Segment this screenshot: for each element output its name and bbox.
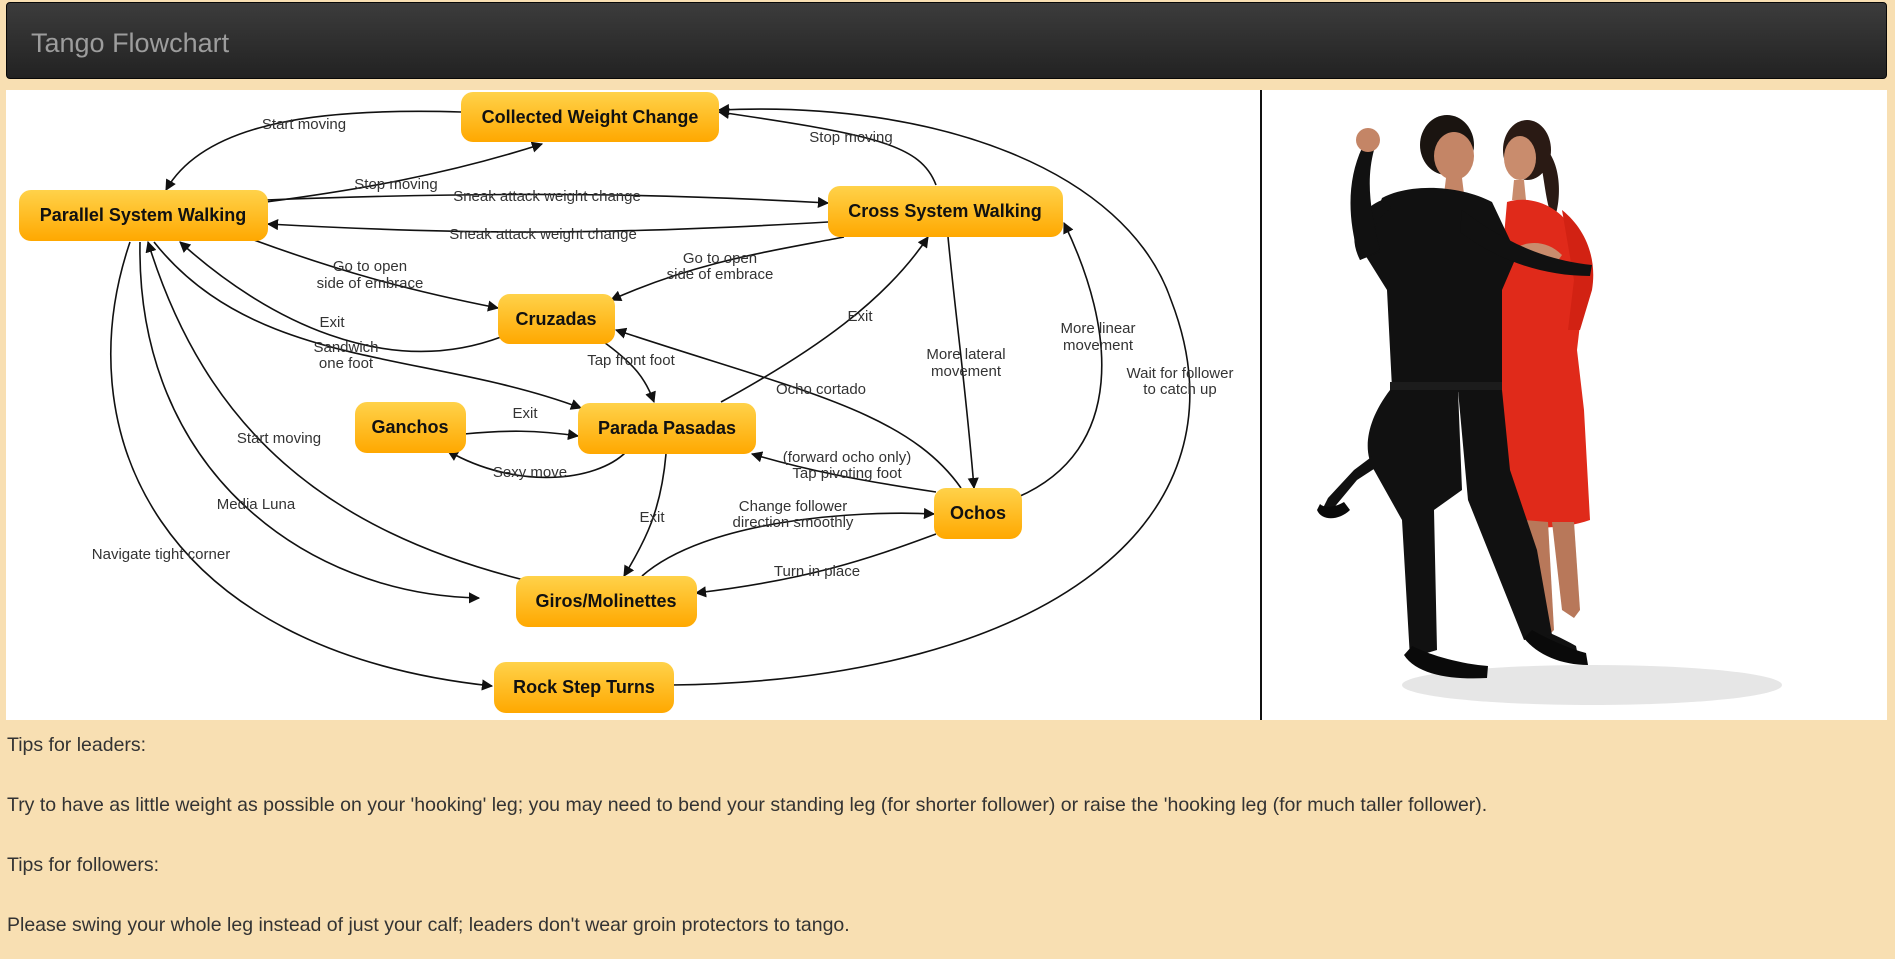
edge-ochos-parada (750, 451, 937, 493)
edge-psw-csw-sneak (265, 193, 830, 209)
flowchart-diagram: Start moving Stop moving Stop moving Sne… (6, 90, 1260, 720)
edge-ochos-csw (1017, 221, 1103, 498)
node-cross-system-walking: Cross System Walking (828, 186, 1063, 237)
flowchart-svg: Start moving Stop moving Stop moving Sne… (19, 92, 1234, 713)
edge-label: More linear (1060, 320, 1135, 337)
edge-label: movement (1063, 337, 1134, 354)
edge-psw-cwc-stop (265, 141, 544, 203)
edge-label: Sandwich (313, 339, 378, 356)
edge-label: Sexy move (493, 464, 567, 481)
tango-dancers-photo (1262, 90, 1887, 720)
edge-psw-rock (110, 241, 494, 691)
navbar-brand[interactable]: Tango Flowchart (31, 28, 230, 58)
edge-ochos-giros (694, 533, 937, 598)
edge-label: More lateral (926, 346, 1005, 363)
edge-label: Go to open (683, 250, 757, 267)
dancers-illustration (1317, 115, 1782, 705)
edge-cruzadas-psw-exit (179, 241, 502, 353)
edge-label: Start moving (237, 430, 321, 447)
node-label: Collected Weight Change (482, 107, 699, 127)
edge-label: Navigate tight corner (92, 546, 230, 563)
edge-parada-giros-exit (623, 453, 667, 577)
node-label: Ganchos (371, 417, 448, 437)
edge-label: Wait for follower (1127, 365, 1234, 382)
edge-cruzadas-parada (600, 339, 656, 404)
edge-giros-ochos (641, 507, 936, 577)
navbar: Tango Flowchart (6, 2, 1887, 79)
edge-label: Ocho cortado (776, 381, 866, 398)
edge-label: Exit (319, 314, 345, 331)
node-label: Rock Step Turns (513, 677, 655, 697)
edge-label: side of embrace (667, 266, 774, 283)
node-label: Giros/Molinettes (535, 591, 676, 611)
node-label: Ochos (950, 503, 1006, 523)
edge-psw-parada-sandwich (153, 241, 583, 410)
edge-giros-psw-start (145, 240, 525, 581)
edge-label: Start moving (262, 116, 346, 133)
edge-label: Sneak attack weight change (449, 226, 637, 243)
node-label: Cruzadas (515, 309, 596, 329)
image-divider (1260, 90, 1262, 720)
edge-label: Exit (512, 405, 538, 422)
edges (110, 103, 1191, 691)
node-rock-step-turns: Rock Step Turns (494, 662, 674, 713)
edge-csw-cruzadas (609, 236, 845, 302)
edge-csw-ochos (947, 236, 979, 490)
edge-label: Stop moving (354, 176, 437, 193)
edge-csw-cwc-stop (717, 107, 937, 186)
node-label: Parallel System Walking (40, 205, 246, 225)
node-parallel-system-walking: Parallel System Walking (19, 190, 268, 241)
edge-label: Exit (847, 308, 873, 325)
edge-parada-ganchos-sexy (447, 450, 627, 479)
edge-label: to catch up (1143, 381, 1216, 398)
edge-psw-giros-medialuna (139, 241, 481, 604)
node-label: Parada Pasadas (598, 418, 736, 438)
edge-label: Tap pivoting foot (792, 465, 902, 482)
node-cruzadas: Cruzadas (498, 294, 615, 344)
edge-labels: Start moving Stop moving Stop moving Sne… (92, 116, 1234, 580)
edge-label: Stop moving (809, 129, 892, 146)
edge-ganchos-parada-exit (463, 429, 580, 441)
edge-label: (forward ocho only) (783, 449, 911, 466)
node-parada-pasadas: Parada Pasadas (578, 403, 756, 454)
edge-label: movement (931, 363, 1002, 380)
edge-label: Sneak attack weight change (453, 188, 641, 205)
edge-csw-psw-sneak (266, 218, 829, 233)
tips-leaders-text: Try to have as little weight as possible… (7, 794, 1488, 816)
edge-label: Go to open (333, 258, 407, 275)
edge-label: direction smoothly (733, 514, 854, 531)
tips-leaders-heading: Tips for leaders: (7, 734, 147, 756)
edge-parada-csw-exit (720, 236, 929, 403)
edge-psw-cruzadas (253, 239, 500, 312)
node-giros-molinettes: Giros/Molinettes (516, 576, 697, 627)
edge-rock-cwc (671, 103, 1191, 686)
edge-label: Exit (639, 509, 665, 526)
edge-label: Change follower (739, 498, 847, 515)
edge-label: one foot (319, 355, 374, 372)
edge-psw-cwc-start (165, 110, 462, 191)
edge-label: Media Luna (217, 496, 296, 513)
edge-ochos-cruzadas (614, 327, 962, 489)
edge-label: Tap front foot (587, 352, 675, 369)
tips-followers-heading: Tips for followers: (7, 854, 160, 876)
node-ganchos: Ganchos (355, 402, 466, 453)
edge-label: Turn in place (774, 563, 860, 580)
node-label: Cross System Walking (848, 201, 1041, 221)
node-collected-weight-change: Collected Weight Change (461, 92, 719, 142)
node-ochos: Ochos (934, 488, 1022, 539)
tips-followers-text: Please swing your whole leg instead of j… (7, 914, 850, 936)
edge-label: side of embrace (317, 275, 424, 292)
